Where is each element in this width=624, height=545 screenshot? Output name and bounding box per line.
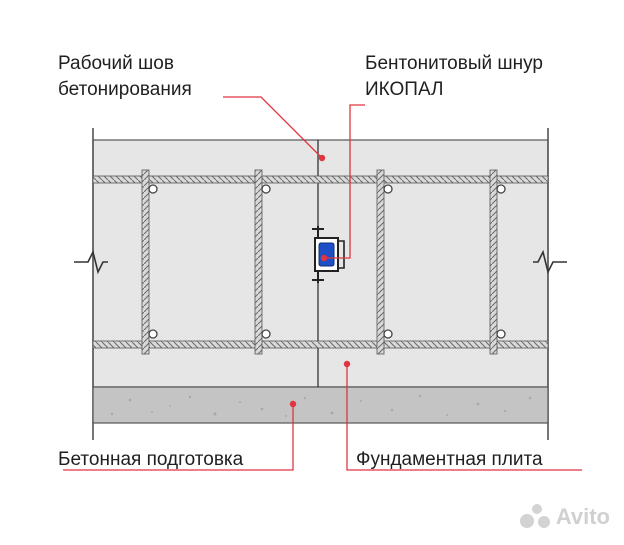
avito-logo-icon [519, 504, 550, 530]
leader-lines [63, 96, 582, 471]
break-symbol-left [74, 249, 108, 275]
vertical-rebars [141, 169, 498, 355]
watermark-text: Avito [555, 504, 610, 529]
rebar-top [92, 175, 549, 184]
leader-dots [289, 154, 351, 408]
bentonite-cord [312, 226, 345, 283]
break-symbol-right [533, 249, 567, 275]
label-concrete-prep: Бетонная подготовка [58, 449, 244, 470]
label-bentonite-line1: Бентонитовый шнур [365, 53, 543, 74]
label-foundation-slab: Фундаментная плита [356, 449, 543, 470]
concrete-preparation-layer [92, 386, 549, 424]
label-work-joint-line1: Рабочий шов [58, 53, 174, 74]
rebar-bottom [92, 340, 549, 349]
label-work-joint-line2: бетонирования [58, 79, 192, 100]
rebar-sections [148, 184, 506, 339]
watermark: Avito [519, 504, 610, 530]
label-bentonite-line2: ИКОПАЛ [365, 79, 444, 100]
